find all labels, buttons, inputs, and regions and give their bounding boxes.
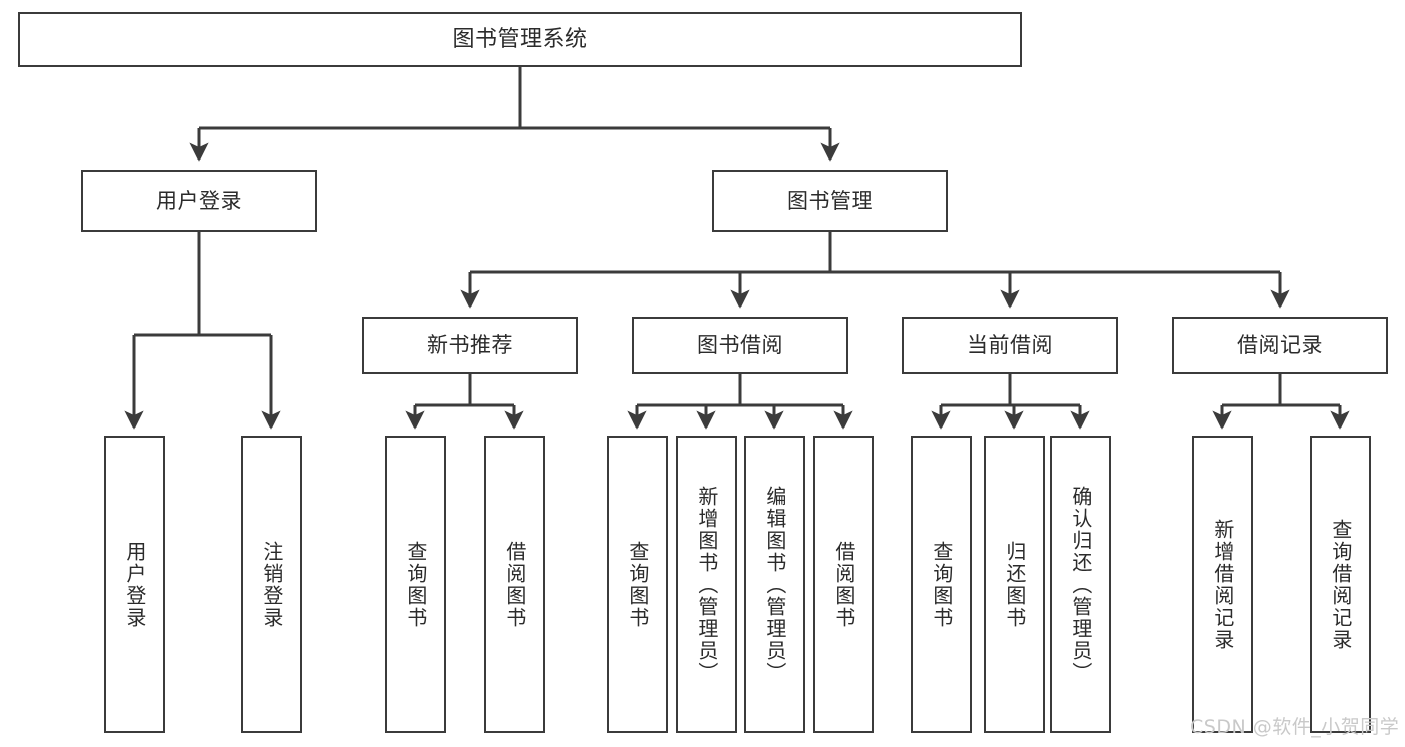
node-label: 新书推荐 xyxy=(427,333,513,358)
node-label: 借阅图书 xyxy=(502,540,527,629)
node-book-borrow[interactable]: 图书借阅 xyxy=(632,317,848,374)
node-label: 归还图书 xyxy=(1002,540,1027,629)
node-leaf-confirm-return[interactable]: 确认归还（管理员） xyxy=(1050,436,1111,733)
node-label: 查询图书 xyxy=(929,540,954,629)
node-leaf-query-book-2[interactable]: 查询图书 xyxy=(607,436,668,733)
node-label: 确认归还（管理员） xyxy=(1068,485,1093,684)
node-label: 图书管理系统 xyxy=(452,26,588,52)
node-leaf-edit-book[interactable]: 编辑图书（管理员） xyxy=(744,436,805,733)
node-label: 借阅记录 xyxy=(1237,333,1323,358)
node-label: 图书借阅 xyxy=(697,333,783,358)
node-leaf-query-book-3[interactable]: 查询图书 xyxy=(911,436,972,733)
node-new-book-recommend[interactable]: 新书推荐 xyxy=(362,317,578,374)
watermark-text: CSDN @软件_小贺同学 xyxy=(1190,716,1400,738)
node-leaf-borrow-book-2[interactable]: 借阅图书 xyxy=(813,436,874,733)
node-leaf-add-book[interactable]: 新增图书（管理员） xyxy=(676,436,737,733)
node-label: 用户登录 xyxy=(156,188,242,213)
node-label: 查询借阅记录 xyxy=(1328,518,1353,651)
node-label: 查询图书 xyxy=(625,540,650,629)
node-leaf-query-record[interactable]: 查询借阅记录 xyxy=(1310,436,1371,733)
node-book-manage[interactable]: 图书管理 xyxy=(712,170,948,232)
node-label: 查询图书 xyxy=(403,540,428,629)
node-label: 编辑图书（管理员） xyxy=(762,485,787,684)
node-label: 图书管理 xyxy=(787,188,873,213)
node-leaf-add-record[interactable]: 新增借阅记录 xyxy=(1192,436,1253,733)
node-leaf-query-book-1[interactable]: 查询图书 xyxy=(385,436,446,733)
node-label: 当前借阅 xyxy=(967,333,1053,358)
node-leaf-logout[interactable]: 注销登录 xyxy=(241,436,302,733)
node-label: 用户登录 xyxy=(122,540,147,629)
node-leaf-user-login[interactable]: 用户登录 xyxy=(104,436,165,733)
node-current-borrow[interactable]: 当前借阅 xyxy=(902,317,1118,374)
node-user-login[interactable]: 用户登录 xyxy=(81,170,317,232)
node-label: 注销登录 xyxy=(259,540,284,629)
node-label: 借阅图书 xyxy=(831,540,856,629)
node-leaf-borrow-book-1[interactable]: 借阅图书 xyxy=(484,436,545,733)
node-root-system[interactable]: 图书管理系统 xyxy=(18,12,1022,67)
node-borrow-record[interactable]: 借阅记录 xyxy=(1172,317,1388,374)
node-label: 新增图书（管理员） xyxy=(694,485,719,684)
node-leaf-return-book[interactable]: 归还图书 xyxy=(984,436,1045,733)
node-label: 新增借阅记录 xyxy=(1210,518,1235,651)
